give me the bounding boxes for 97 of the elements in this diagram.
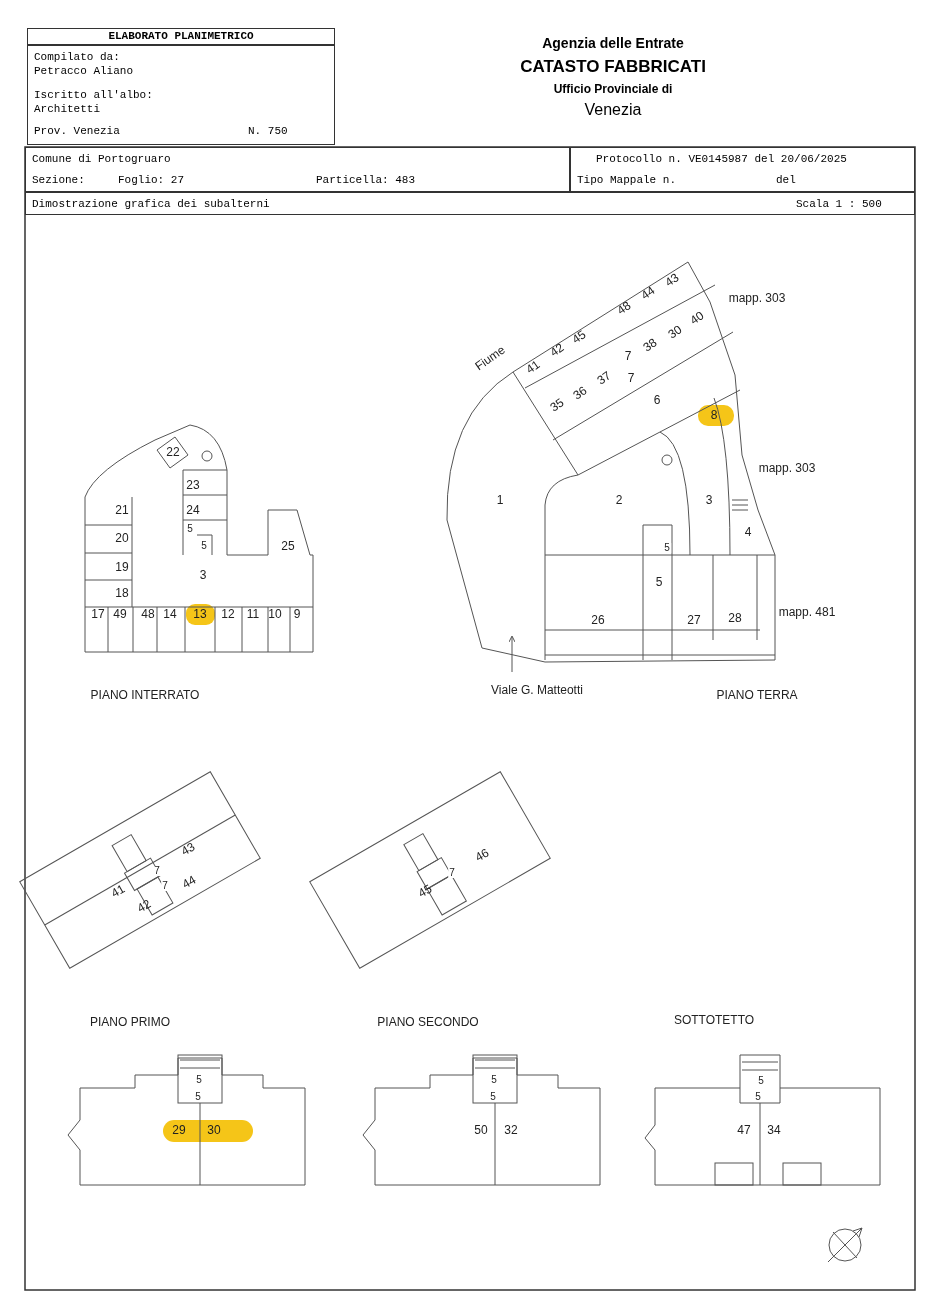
room-number: 24 (186, 504, 200, 516)
form-field-text: Particella: 483 (316, 173, 416, 187)
room-number: 43 (179, 840, 197, 858)
room-number: 18 (115, 587, 129, 599)
floor-caption: PIANO PRIMO (90, 1016, 170, 1028)
form-field-text: Prov. Venezia (34, 124, 120, 138)
room-number: 5 (655, 576, 663, 588)
room-number: 14 (163, 608, 177, 620)
room-number: 48 (615, 299, 633, 317)
form-field-text: Sezione: (32, 173, 85, 187)
place-label: Viale G. Matteotti (491, 684, 583, 696)
room-number: 13 (193, 608, 207, 620)
form-field-text: Scala 1 : 500 (796, 197, 882, 211)
room-number: 28 (728, 612, 742, 624)
room-number: 5 (757, 1076, 765, 1086)
room-number: 37 (595, 369, 613, 387)
room-number: 5 (754, 1092, 762, 1102)
room-number: 3 (199, 569, 207, 581)
place-label: mapp. 303 (758, 462, 816, 474)
room-number: 35 (548, 396, 566, 414)
drawing-info-band (25, 192, 915, 215)
room-number: 50 (474, 1124, 488, 1136)
register-title: CATASTO FABBRICATI (520, 57, 706, 75)
room-number: 49 (113, 608, 127, 620)
room-number: 30 (207, 1124, 221, 1136)
room-number: 7 (448, 868, 456, 878)
room-number: 45 (416, 882, 434, 900)
room-number: 6 (653, 394, 661, 406)
room-number: 5 (200, 541, 208, 551)
room-number: 1 (496, 494, 504, 506)
parcel-block (25, 147, 570, 192)
room-number: 19 (115, 561, 129, 573)
protocol-block (570, 147, 915, 192)
room-number: 12 (221, 608, 235, 620)
form-field-text: Compilato da: Petracco Aliano (34, 50, 135, 78)
office-name: Ufficio Provinciale di (553, 83, 673, 95)
room-number: 22 (166, 446, 180, 458)
room-number: 42 (135, 897, 153, 915)
room-number: 7 (161, 881, 169, 891)
room-number: 47 (737, 1124, 751, 1136)
room-number: 42 (548, 341, 566, 359)
room-number: 27 (687, 614, 701, 626)
form-field-text: Iscritto all'albo: Architetti (34, 88, 154, 116)
room-number: 8 (710, 409, 718, 421)
room-number: 25 (281, 540, 295, 552)
room-number: 3 (705, 494, 713, 506)
form-field-text: Dimostrazione grafica dei subalterni (32, 197, 270, 211)
office-city: Venezia (584, 102, 642, 118)
room-number: 5 (195, 1075, 203, 1085)
room-number: 44 (639, 284, 657, 302)
room-number: 21 (115, 504, 129, 516)
room-number: 9 (293, 608, 301, 620)
room-number: 5 (490, 1075, 498, 1085)
room-number: 48 (141, 608, 155, 620)
floor-caption: PIANO SECONDO (377, 1016, 479, 1028)
room-number: 30 (666, 323, 684, 341)
place-label: mapp. 481 (778, 606, 836, 618)
room-number: 20 (115, 532, 129, 544)
title-bar: ELABORATO PLANIMETRICO (27, 28, 335, 45)
room-number: 10 (268, 608, 282, 620)
room-number: 43 (663, 271, 681, 289)
room-number: 36 (571, 384, 589, 402)
room-number: 7 (624, 350, 632, 362)
agency-name: Agenzia delle Entrate (542, 36, 684, 50)
form-field-text: N. 750 (248, 124, 288, 138)
form-field-text: del (776, 173, 796, 187)
room-number: 41 (109, 882, 127, 900)
room-number: 34 (767, 1124, 781, 1136)
room-number: 5 (194, 1092, 202, 1102)
room-number: 17 (91, 608, 105, 620)
room-number: 44 (180, 873, 198, 891)
room-number: 32 (504, 1124, 518, 1136)
place-label: mapp. 303 (728, 292, 786, 304)
room-number: 45 (570, 328, 588, 346)
room-number: 2 (615, 494, 623, 506)
author-block (27, 45, 335, 145)
floor-caption: PIANO INTERRATO (90, 689, 200, 701)
room-number: 46 (473, 846, 491, 864)
room-number: 7 (153, 866, 161, 876)
room-number: 26 (591, 614, 605, 626)
room-number: 5 (663, 543, 671, 553)
form-field-text: Comune di Portogruaro (32, 152, 171, 166)
form-field-text: Foglio: 27 (118, 173, 184, 187)
room-number: 4 (744, 526, 752, 538)
floor-caption: SOTTOTETTO (673, 1014, 755, 1026)
floor-caption: PIANO TERRA (716, 689, 798, 701)
form-field-text: Protocollo n. VE0145987 del 20/06/2025 (596, 152, 847, 166)
room-number: 29 (172, 1124, 186, 1136)
room-number: 7 (627, 372, 635, 384)
room-number: 5 (186, 524, 194, 534)
form-field-text: Tipo Mappale n. (577, 173, 677, 187)
room-number: 23 (186, 479, 200, 491)
room-number: 40 (688, 309, 706, 327)
room-number: 11 (246, 608, 260, 620)
room-number: 38 (641, 336, 659, 354)
room-number: 41 (524, 358, 542, 376)
room-number: 5 (489, 1092, 497, 1102)
